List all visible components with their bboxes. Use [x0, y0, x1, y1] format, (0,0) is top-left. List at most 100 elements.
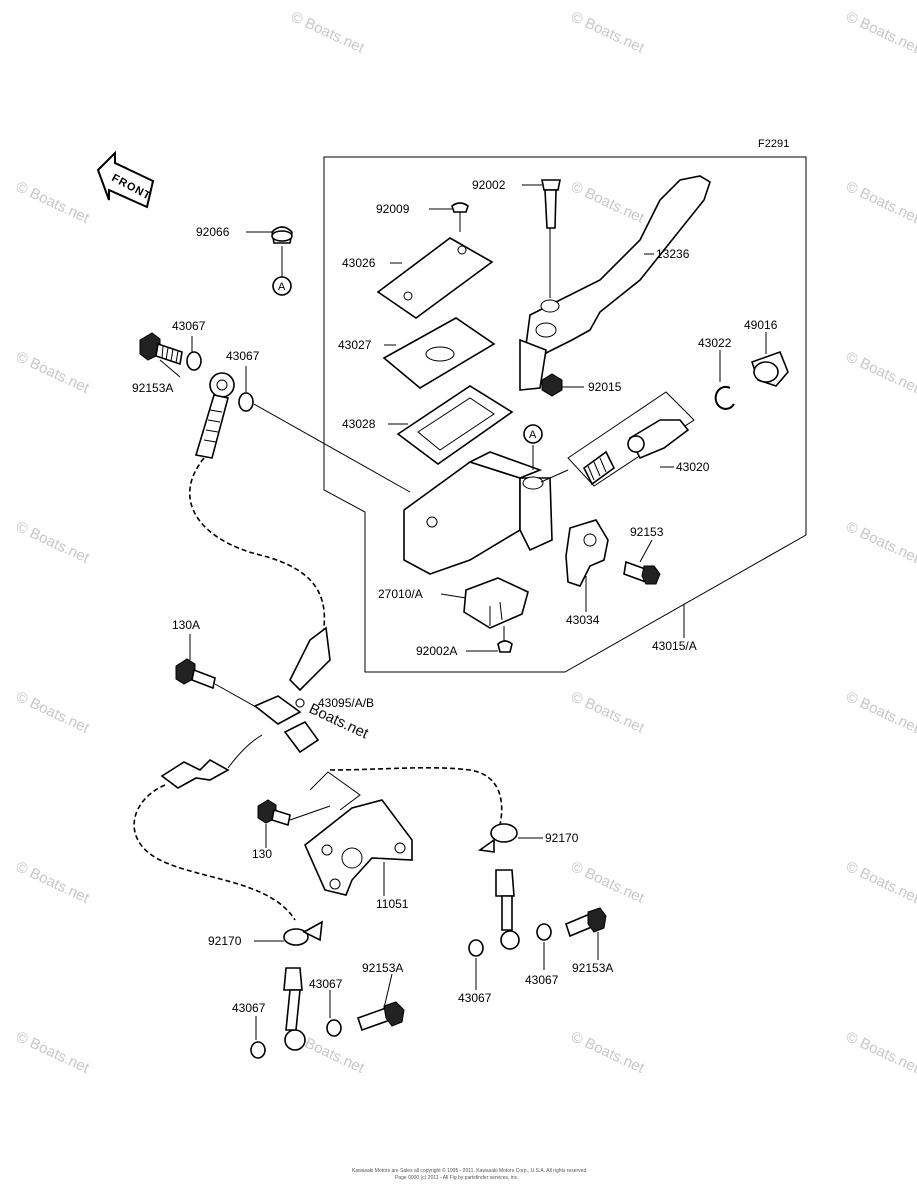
label-13236: 13236 — [656, 247, 690, 261]
label-43067: 43067 — [458, 991, 492, 1005]
label-49016: 49016 — [744, 318, 778, 332]
label-92015: 92015 — [588, 380, 622, 394]
part-number-labels: 92066 43067 43067 92153A 130A 43095/A/B … — [132, 178, 778, 1015]
watermark-text: © Boats.net — [568, 688, 647, 737]
master-cylinder-body — [403, 451, 553, 575]
leader-lines — [159, 184, 767, 1040]
brake-hose-upper — [189, 457, 326, 641]
watermark-text: © Boats.net — [568, 8, 647, 57]
label-43067: 43067 — [525, 973, 559, 987]
washer-43067-br1 — [468, 939, 484, 957]
watermark-text: © Boats.net — [568, 178, 647, 227]
reservoir-cap-43026 — [376, 237, 494, 319]
label-92153a: 92153A — [572, 961, 613, 975]
watermark-text: © Boats.net — [13, 518, 92, 567]
washer-43067-br2 — [536, 923, 552, 941]
watermark-text: © Boats.net — [13, 688, 92, 737]
label-43034: 43034 — [566, 613, 600, 627]
circlip-43022 — [714, 385, 735, 410]
label-27010: 27010/A — [378, 587, 423, 601]
washer-43067-a — [186, 351, 202, 371]
watermark-text: © Boats.net — [843, 1028, 917, 1077]
label-43067: 43067 — [232, 1001, 266, 1015]
label-43015: 43015/A — [652, 639, 697, 653]
watermark-text: © Boats.net — [13, 348, 92, 397]
label-92170: 92170 — [545, 831, 579, 845]
label-43067: 43067 — [226, 349, 260, 363]
diaphragm-43028 — [396, 385, 514, 465]
washer-43067-bl2 — [326, 1019, 342, 1037]
label-11051: 11051 — [376, 897, 409, 911]
screw-92002a — [497, 626, 513, 653]
assembly-outline — [323, 156, 807, 673]
label-92153a: 92153A — [362, 961, 403, 975]
watermark-text: © Boats.net — [843, 348, 917, 397]
bolt-130 — [257, 799, 291, 827]
piston-kit-43020 — [567, 391, 695, 487]
label-92170: 92170 — [208, 934, 242, 948]
brake-lever-13236 — [519, 175, 711, 391]
callout-a-left — [272, 276, 292, 296]
hose-bracket-11051 — [304, 799, 413, 896]
label-43067: 43067 — [172, 319, 206, 333]
pivot-bolt-92002 — [541, 179, 561, 229]
label-130a: 130A — [172, 618, 200, 632]
watermark-text: © Boats.net — [843, 688, 917, 737]
banjo-bolt-92153a-top — [139, 332, 183, 366]
watermark-text: © Boats.net — [568, 858, 647, 907]
banjo-bolt-92153a-bl — [356, 1001, 405, 1032]
label-43028: 43028 — [342, 417, 376, 431]
callout-letter: A — [278, 281, 286, 293]
watermark-text: © Boats.net — [568, 1028, 647, 1077]
brake-hose-joint — [253, 695, 320, 754]
label-43022: 43022 — [698, 336, 732, 350]
hose-banjo-fitting-top — [194, 372, 235, 459]
washer-43067-bl1 — [250, 1041, 266, 1059]
brake-hose-left — [133, 784, 296, 921]
watermark-text: © Boats.net — [843, 8, 917, 57]
label-43026: 43026 — [342, 256, 376, 270]
label-43027: 43027 — [338, 338, 372, 352]
boot-49016 — [750, 350, 789, 387]
label-43020: 43020 — [676, 460, 710, 474]
holder-43034 — [565, 519, 609, 587]
callout-letter: A — [529, 429, 537, 441]
plate-43027 — [382, 317, 496, 389]
watermark-text: © Boats.net — [13, 178, 92, 227]
watermark-text: © Boats.net — [13, 858, 92, 907]
label-43067: 43067 — [309, 977, 343, 991]
callout-a-right — [523, 424, 543, 444]
watermark-text: © Boats.net — [843, 518, 917, 567]
screw-92009 — [451, 202, 469, 232]
grommet-43095 — [295, 698, 305, 708]
banjo-fitting-92170-right — [477, 823, 520, 950]
label-92153: 92153 — [630, 525, 664, 539]
nut-92015 — [541, 373, 563, 397]
washer-43067-b — [238, 392, 254, 412]
bolt-92153 — [623, 560, 661, 585]
hose-end-fitting — [289, 626, 331, 692]
label-92002: 92002 — [472, 178, 506, 192]
banjo-bolt-92153a-br — [565, 907, 607, 938]
label-92009: 92009 — [376, 202, 410, 216]
watermark-text: © Boats.net — [843, 178, 917, 227]
brake-hose-right — [329, 766, 503, 826]
label-92066: 92066 — [196, 225, 230, 239]
label-92002a: 92002A — [416, 644, 457, 658]
footer-copyright: Kawasaki Motors are Sales all copyright … — [352, 1167, 588, 1174]
footer-credit: Page 0000 (c) 2011 - All Fig by partsfin… — [395, 1175, 519, 1181]
bolt-130a — [175, 658, 216, 690]
cap-92066 — [271, 226, 293, 244]
label-43095: 43095/A/B — [318, 696, 374, 710]
label-130: 130 — [252, 847, 272, 861]
banjo-fitting-92170-left — [283, 920, 323, 1051]
watermark-text: © Boats.net — [13, 1028, 92, 1077]
front-arrow-icon: FRONT — [96, 150, 155, 209]
watermark-text: © Boats.net — [843, 858, 917, 907]
switch-27010 — [463, 577, 529, 629]
hose-left-fitting — [160, 759, 230, 789]
figure-ref-code: F2291 — [758, 138, 789, 150]
label-92153a: 92153A — [132, 381, 173, 395]
